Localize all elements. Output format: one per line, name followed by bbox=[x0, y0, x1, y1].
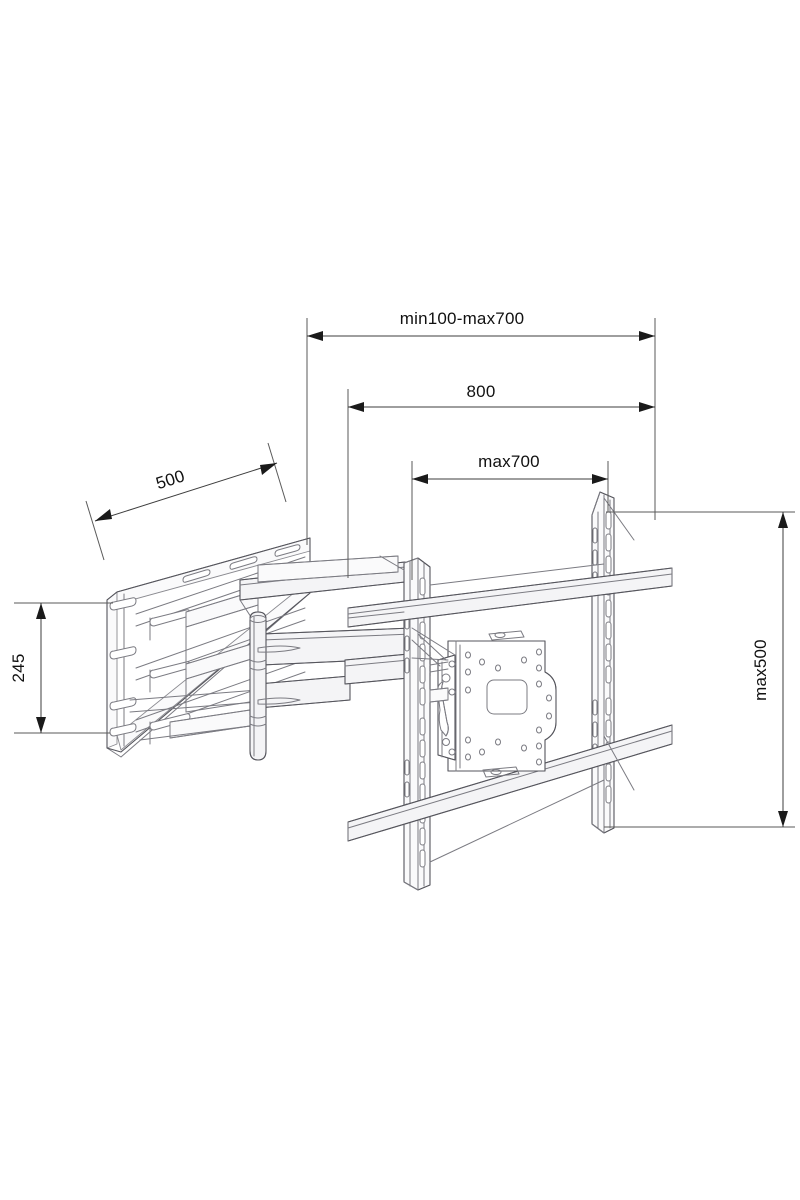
arrow-top-wall-plate-height bbox=[36, 603, 46, 619]
wall-plate-slots bbox=[109, 544, 301, 737]
arrow-left-extension-range bbox=[307, 331, 323, 341]
arrow-top-vesa-height bbox=[778, 512, 788, 528]
dim-label-bar-width: 800 bbox=[467, 382, 496, 401]
dimension-vesa-height: max500 bbox=[604, 512, 795, 827]
arrow-left-wall-plate-depth bbox=[95, 509, 112, 521]
articulating-arm-assembly bbox=[129, 555, 431, 761]
top-horizontal-crossbar bbox=[347, 567, 673, 628]
dimension-bar-width: 800 bbox=[348, 382, 655, 578]
right-vertical-rail bbox=[591, 491, 615, 834]
dim-label-wall-plate-height: 245 bbox=[9, 654, 28, 683]
arrow-bottom-wall-plate-height bbox=[36, 717, 46, 733]
arrow-right-vesa-width bbox=[592, 474, 608, 484]
dimension-wall-plate-height: 245 bbox=[9, 603, 113, 733]
pivot-hinge-cylinder bbox=[249, 611, 267, 761]
arrow-right-extension-range bbox=[639, 331, 655, 341]
vesa-holes bbox=[465, 648, 552, 766]
dimension-extension-range: min100-max700 bbox=[307, 309, 655, 545]
arrow-bottom-vesa-height bbox=[778, 811, 788, 827]
dim-label-vesa-width: max700 bbox=[478, 452, 540, 471]
arrow-left-bar-width bbox=[348, 402, 364, 412]
dim-label-extension-range: min100-max700 bbox=[400, 309, 525, 328]
arrow-right-bar-width bbox=[639, 402, 655, 412]
dim-label-vesa-height: max500 bbox=[751, 639, 770, 701]
dimension-vesa-width: max700 bbox=[412, 452, 608, 580]
product-illustration bbox=[106, 491, 673, 891]
arrow-left-vesa-width bbox=[412, 474, 428, 484]
arrow-right-wall-plate-depth bbox=[260, 463, 277, 475]
bottom-horizontal-crossbar bbox=[347, 724, 673, 842]
vesa-mounting-plate bbox=[447, 630, 557, 778]
tilt-lock-mechanism bbox=[411, 627, 456, 761]
